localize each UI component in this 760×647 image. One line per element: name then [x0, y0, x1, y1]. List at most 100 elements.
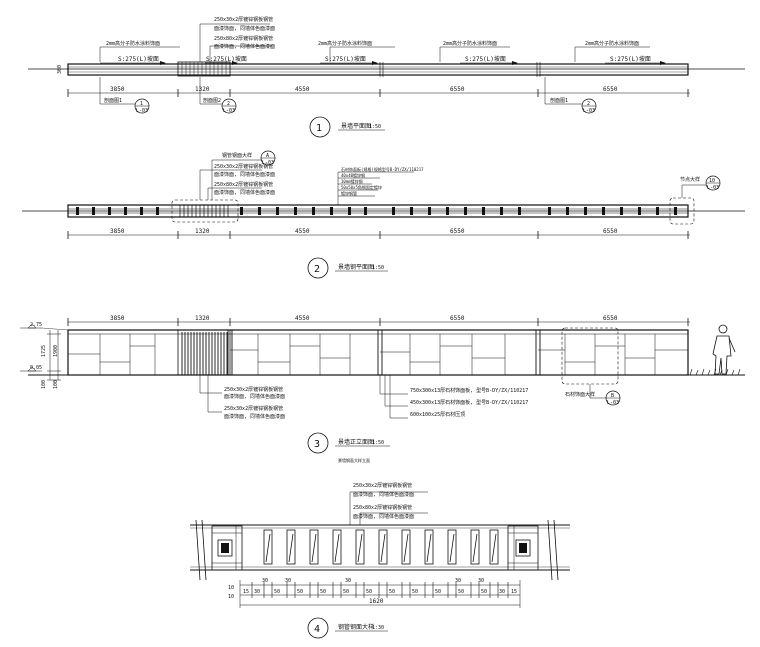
layer-note: 石材饰面板(规格)规格型号B-DY/ZX/110217	[341, 166, 424, 172]
dimension-text: 3850	[110, 86, 125, 93]
layer-note: 50x50x5角钢固定镀锌	[341, 184, 382, 190]
material-note: 250x30x2厚镀锌钢板钢管	[214, 163, 273, 170]
wall-end-left	[211, 525, 243, 571]
coating-note: 2mm高分子防水涂料饰面	[585, 40, 639, 47]
height-dimension: 1725	[41, 345, 47, 357]
detail-label: 钢管钢面大样	[222, 152, 252, 159]
dimension-text: 30	[478, 578, 484, 584]
material-note: 面漆饰面, 同墙体色面漆面	[353, 491, 414, 498]
height-dimension: 100	[41, 380, 47, 389]
dimension-text: 30	[254, 589, 260, 595]
material-note: 250x30x2厚镀锌钢板钢管	[224, 405, 283, 412]
plan-view-1: S:275(L)坡面 S:275(L)坡面 S:275(L)坡面 S:275(L…	[28, 16, 745, 138]
section-marker	[99, 77, 150, 114]
material-note: 面漆饰面, 同墙体色面漆面	[224, 393, 285, 400]
wall-outline-steel	[67, 204, 689, 218]
section-marker	[199, 77, 237, 114]
view-number: 3	[314, 439, 320, 450]
slope-label: S:275(L)坡面	[325, 55, 366, 63]
material-note: 750x300x13厚石材饰面板, 型号B-DY/ZX/110217	[410, 387, 528, 394]
dimension-text: 6550	[450, 86, 465, 93]
material-note: 450x300x13厚石材饰面板, 型号B-DY/ZX/110217	[410, 399, 528, 406]
section-bubble-number: 1	[140, 101, 143, 107]
layer-note: 10mm镀锌钢	[341, 178, 363, 184]
slope-label: S:275(L)坡面	[118, 55, 159, 63]
dimension-text: 6550	[450, 315, 465, 322]
section-bubble-number: 2	[227, 101, 230, 107]
view-number: 1	[316, 123, 322, 134]
steel-plan-dimension-line	[67, 231, 690, 239]
steel-slats	[263, 529, 499, 565]
view-scale: 1:50	[372, 440, 384, 446]
section-bubble-sheet: L-03	[136, 108, 148, 114]
dimension-text: 50	[458, 589, 464, 595]
steel-plan-view-2: A L-03 钢管钢面大样 250x30x2厚镀锌钢板钢管 面漆饰面, 同墙体色…	[22, 150, 745, 279]
view-title: 景墙正立面图	[338, 438, 374, 446]
material-note: 250x80x2厚镀锌钢板钢管	[214, 181, 273, 188]
view-title: 钢管钢面大样	[338, 623, 374, 631]
dimension-text: 6550	[450, 228, 465, 235]
section-bubble-number: 2	[587, 101, 590, 107]
detail-bubble-sheet: L-03	[262, 160, 274, 166]
total-dimension: 1620	[369, 598, 384, 605]
steel-gate-plan-2	[171, 199, 239, 223]
view-number-circle	[307, 617, 329, 639]
material-note: 250x30x2厚镀锌钢板钢管	[214, 16, 273, 23]
dimension-text: 4550	[295, 228, 310, 235]
view-number-circle	[307, 432, 329, 454]
material-note: 600x100x25厚石材压顶	[410, 411, 465, 418]
coating-note: 2mm高分子防水涂料饰面	[318, 40, 372, 47]
steel-post-pattern	[76, 207, 677, 215]
edge-dimension: 10	[228, 585, 234, 591]
slope-label: S:275(L)坡面	[206, 55, 247, 63]
vertical-dimensions	[47, 330, 61, 381]
wall-end-right	[507, 525, 539, 571]
detail-bubble-number: B	[611, 393, 614, 399]
dimension-text: 50	[481, 589, 487, 595]
dimension-text: 4550	[295, 86, 310, 93]
detail-region	[561, 327, 619, 385]
detail-label: 石材饰面大样	[565, 391, 595, 398]
dimension-text: 50	[366, 589, 372, 595]
detail-bubble-number: 10	[709, 178, 715, 184]
wall-outline-plan	[67, 63, 689, 76]
material-note: 250x80x2厚镀锌钢板钢管	[214, 35, 273, 42]
dimension-text: 50	[412, 589, 418, 595]
material-note: 面漆饰面, 同墙体色面漆面	[353, 513, 414, 520]
detail-bubble-sheet: L-03	[707, 185, 719, 191]
view-scale: 1:50	[369, 124, 381, 130]
level-text: 2.75	[30, 322, 42, 328]
detail-view-4: 250x30x2厚镀锌钢板钢管 面漆饰面, 同墙体色面漆面 250x80x2厚镀…	[190, 482, 570, 639]
sub-caption: 景墙钢面大样立面	[338, 457, 370, 463]
dimension-text: 50	[297, 589, 303, 595]
dimension-text: 15	[511, 589, 517, 595]
view-scale: 1:30	[372, 625, 384, 631]
dimension-text: 6550	[603, 315, 618, 322]
detail-dimension-chain	[239, 580, 521, 608]
section-bubble-sheet: L-03	[583, 108, 595, 114]
dimension-text: 50	[274, 589, 280, 595]
dimension-text: 4550	[295, 315, 310, 322]
view-scale: 1:50	[372, 265, 384, 271]
dimension-text: 1320	[195, 228, 210, 235]
slope-arrows	[100, 61, 666, 65]
material-note: 面漆饰面, 同墙体色面漆面	[214, 43, 275, 50]
coating-note: 2mm高分子防水涂料饰面	[106, 40, 160, 47]
dimension-text: 6550	[603, 228, 618, 235]
node-detail-region	[669, 197, 695, 225]
view-number-circle	[307, 257, 329, 279]
dimension-text: 30	[499, 589, 505, 595]
dimension-text: 30	[262, 578, 268, 584]
dimension-text: 50	[343, 589, 349, 595]
material-note: 面漆饰面, 同墙体色面漆面	[214, 189, 275, 196]
section-bubble-sheet: L-03	[223, 108, 235, 114]
section-label: 剖面图2	[203, 97, 221, 104]
section-label: 剖面图1	[550, 97, 568, 104]
steel-gate-plan	[177, 61, 231, 77]
steel-gate-elevation	[177, 329, 231, 376]
human-scale-figure	[712, 324, 736, 375]
dimension-text: 50	[389, 589, 395, 595]
dimension-text: 6550	[603, 86, 618, 93]
